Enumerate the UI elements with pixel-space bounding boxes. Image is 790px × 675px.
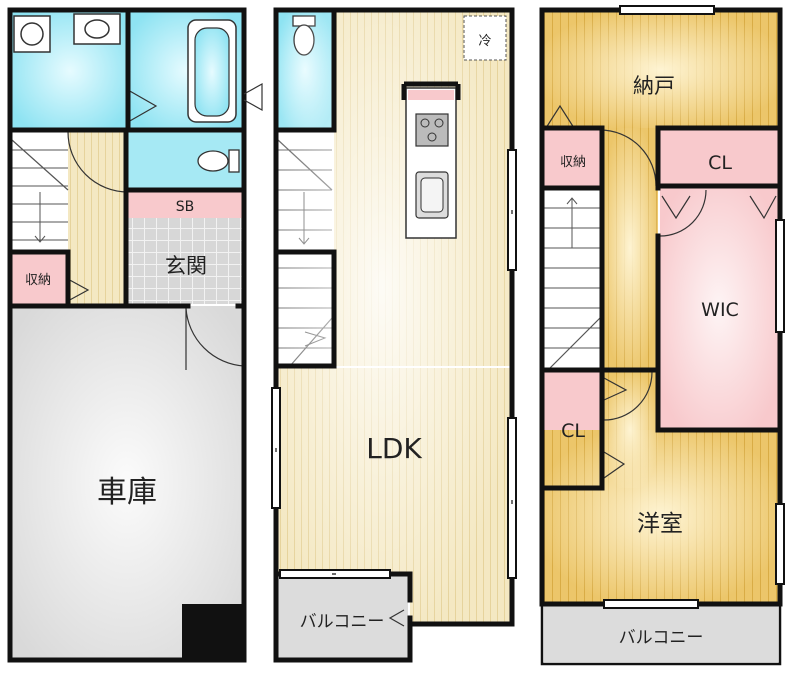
label-balcony-3f: バルコニー <box>619 628 704 648</box>
label-wic: WIC <box>701 299 739 321</box>
storage-3f-floor <box>544 130 600 186</box>
label-storeroom: 納戸 <box>633 74 675 98</box>
floor-1f: 収納 SB 玄関 車庫 <box>7 7 247 663</box>
label-closet-left: CL <box>561 420 585 442</box>
floor-3f: 納戸 収納 CL WIC CL 洋室 バルコニー <box>539 5 785 666</box>
entrance-floor <box>128 218 242 304</box>
closet-top-floor <box>660 130 778 184</box>
fridge-space <box>463 15 507 61</box>
pillar-1f <box>182 604 244 662</box>
label-closet-top: CL <box>708 152 732 174</box>
corridor-1f <box>68 132 126 304</box>
label-balcony-2f: バルコニー <box>300 612 385 632</box>
toilet-icon <box>197 149 240 173</box>
label-western-room: 洋室 <box>637 511 683 537</box>
label-ldk: LDK <box>366 432 422 465</box>
floor-2f: 冷 <box>243 7 517 663</box>
label-storage-3f: 収納 <box>560 155 586 170</box>
stair-treads-1f <box>11 139 69 243</box>
kitchen-counter <box>401 81 461 239</box>
stair-treads-3f <box>544 197 601 369</box>
label-entrance: 玄関 <box>165 254 207 278</box>
label-shoe-box: SB <box>176 199 195 215</box>
washing-machine-icon <box>13 15 51 53</box>
balcony-3f-floor <box>544 606 778 662</box>
storage-1f-floor <box>12 254 66 304</box>
label-garage: 車庫 <box>97 475 157 510</box>
balcony-2f-floor <box>278 576 408 658</box>
shoe-box-floor <box>128 192 242 218</box>
label-fridge: 冷 <box>478 34 491 49</box>
label-storage-1f: 収納 <box>25 273 51 288</box>
